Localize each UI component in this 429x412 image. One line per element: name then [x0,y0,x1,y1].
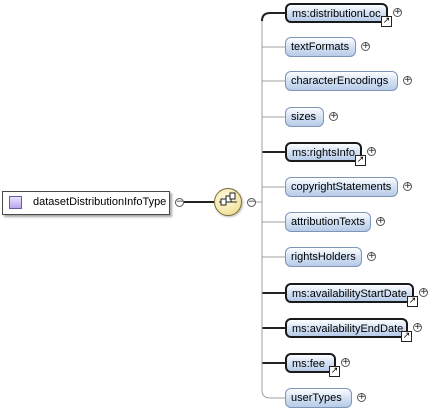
element-label: copyrightStatements [291,181,392,193]
expand-icon[interactable]: + [403,75,412,85]
element-node-4[interactable]: sizes [285,107,324,127]
expand-icon[interactable]: + [367,146,376,156]
connector-1 [261,12,285,22]
root-type-box[interactable]: datasetDistributionInfoType [2,191,170,215]
reference-arrow-icon: ↗ [381,16,392,27]
expand-icon[interactable]: + [403,181,412,191]
sequence-glyph [219,192,237,206]
expand-icon[interactable]: + [361,41,370,51]
element-node-2[interactable]: textFormats [285,37,356,57]
element-node-7[interactable]: attributionTexts [285,212,371,232]
expand-icon[interactable]: + [357,392,366,402]
element-label: ms:fee [292,358,326,370]
reference-arrow-icon: ↗ [329,366,340,377]
expand-icon[interactable]: + [376,216,385,226]
complex-type-icon [9,196,22,209]
expand-icon[interactable]: + [341,357,350,367]
element-node-12[interactable]: userTypes [285,388,352,408]
reference-arrow-icon: ↗ [355,155,366,166]
element-label: attributionTexts [291,216,365,228]
expand-icon[interactable]: + [393,7,402,17]
element-label: rightsHolders [291,251,356,263]
element-node-1[interactable]: ms:distributionLoc↗ [285,3,392,27]
element-label: userTypes [291,392,342,404]
element-label: ms:availabilityEndDate [292,323,404,335]
sequence-compositor-icon[interactable] [214,188,242,216]
element-node-8[interactable]: rightsHolders [285,247,362,267]
element-node-11[interactable]: ms:fee↗ [285,353,340,377]
element-label: characterEncodings [291,75,389,87]
expand-icon[interactable]: + [367,251,376,261]
element-node-9[interactable]: ms:availabilityStartDate↗ [285,283,418,307]
sequence-collapse-icon[interactable]: − [247,197,256,207]
expand-icon[interactable]: + [419,287,428,297]
element-label: sizes [291,111,317,123]
element-label: ms:distributionLoc [292,8,381,20]
reference-arrow-icon: ↗ [401,331,412,342]
element-node-5[interactable]: ms:rightsInfo↗ [285,142,366,166]
element-label: ms:availabilityStartDate [292,288,407,300]
element-node-3[interactable]: characterEncodings [285,71,398,91]
reference-arrow-icon: ↗ [407,296,418,307]
root-type-label: datasetDistributionInfoType [33,196,167,208]
expand-icon[interactable]: + [413,322,422,332]
root-collapse-icon[interactable]: − [175,197,184,207]
expand-icon[interactable]: + [329,111,338,121]
element-node-6[interactable]: copyrightStatements [285,177,398,197]
element-label: textFormats [291,41,350,53]
element-label: ms:rightsInfo [292,147,355,159]
element-node-10[interactable]: ms:availabilityEndDate↗ [285,318,412,342]
connector-12 [261,389,285,399]
